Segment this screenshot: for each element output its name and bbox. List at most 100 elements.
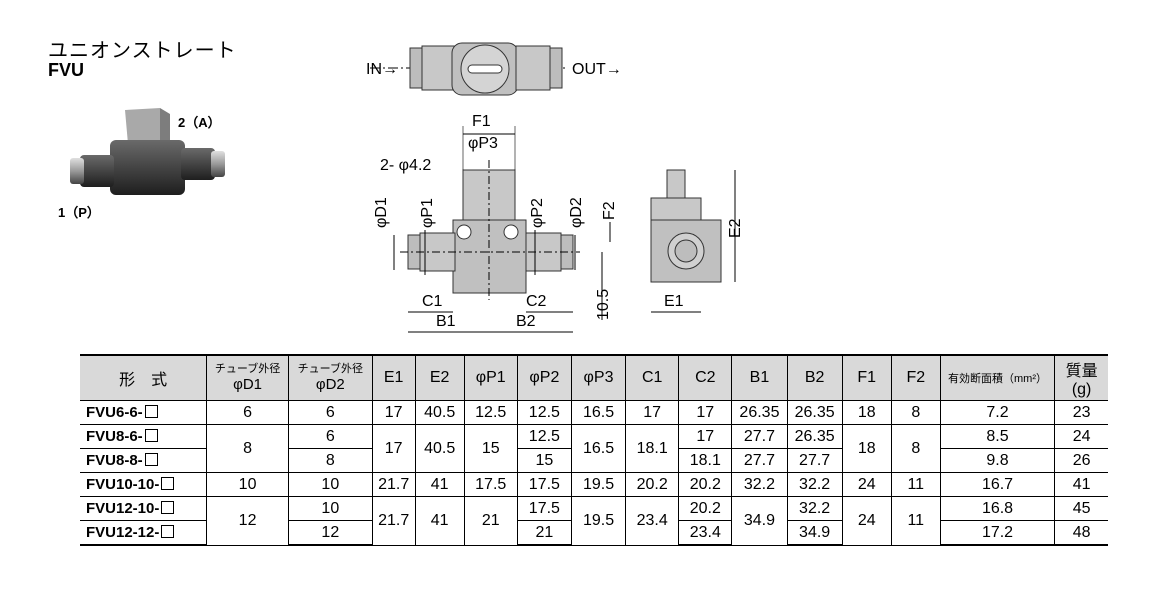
cell-area: 9.8: [939, 448, 1055, 473]
cell-p2: 12.5: [516, 400, 572, 425]
cell-area: 8.5: [939, 424, 1055, 449]
cell-f2: 11: [890, 472, 941, 497]
header-e1: E1: [371, 355, 416, 401]
cell-c2: 17: [678, 400, 732, 425]
cell-f1: 18: [841, 400, 892, 425]
cell-d1: 10: [206, 472, 289, 497]
label-d2: φD2: [568, 197, 585, 228]
top-view: IN→ OUT→: [366, 42, 622, 96]
dimension-drawing: IN→ OUT→ F1 φP3 2- φ4.2 φD1 φP1 φP2 φD2: [366, 42, 744, 333]
cell-p2: 15: [516, 448, 572, 473]
cell-b2: 32.2: [786, 472, 843, 497]
cell-b1: 27.7: [731, 448, 788, 473]
cell-d1: 12: [206, 496, 289, 546]
header-c2: C2: [678, 355, 732, 401]
cell-mass: 48: [1054, 520, 1108, 546]
cell-mass: 26: [1054, 448, 1108, 473]
cell-p2: 21: [516, 520, 572, 546]
cell-c2: 20.2: [678, 472, 732, 497]
label-10-5: 10.5: [595, 289, 612, 320]
cell-model: FVU6-6-: [80, 400, 207, 425]
cell-e2: 40.5: [414, 424, 465, 473]
cell-b2: 26.35: [786, 424, 843, 449]
cell-p1: 15: [463, 424, 518, 473]
header-b2: B2: [786, 355, 843, 401]
front-view: F1 φP3 2- φ4.2 φD1 φP1 φP2 φD2 F2 C1 C2 …: [373, 113, 618, 333]
cell-d2: 12: [287, 520, 373, 546]
cell-d2: 8: [287, 448, 373, 473]
label-f1: F1: [472, 113, 491, 130]
header-p3: φP3: [570, 355, 626, 401]
cell-f1: 24: [841, 472, 892, 497]
cell-c2: 18.1: [678, 448, 732, 473]
cell-p1: 17.5: [463, 472, 518, 497]
cell-c1: 23.4: [625, 496, 679, 546]
cell-mass: 45: [1054, 496, 1108, 521]
header-b1: B1: [731, 355, 788, 401]
label-e1: E1: [664, 293, 684, 310]
cell-area: 16.8: [939, 496, 1055, 521]
cell-e2: 41: [414, 472, 465, 497]
product-model: FVU: [48, 60, 84, 80]
header-area: 有効断面積（mm²）: [939, 355, 1055, 401]
cell-area: 7.2: [939, 400, 1055, 425]
label-p1: φP1: [419, 198, 436, 228]
cell-f1: 18: [841, 424, 892, 473]
cell-d1: 8: [206, 424, 289, 473]
label-p2: φP2: [529, 198, 546, 228]
cell-d2: 6: [287, 400, 373, 425]
cell-mass: 24: [1054, 424, 1108, 449]
cell-area: 17.2: [939, 520, 1055, 546]
cell-c2: 23.4: [678, 520, 732, 546]
cell-p2: 12.5: [516, 424, 572, 449]
cell-f2: 8: [890, 424, 941, 473]
cell-p2: 17.5: [516, 496, 572, 521]
cell-c1: 18.1: [625, 424, 679, 473]
cell-e1: 17: [371, 400, 416, 425]
label-d1: φD1: [373, 197, 390, 228]
table-row: FVU6-6- 6 6 17 40.5 12.5 12.5 16.5 17 17…: [80, 400, 1108, 425]
label-hole: 2- φ4.2: [380, 157, 431, 174]
cell-d2: 10: [287, 472, 373, 497]
cell-model: FVU10-10-: [80, 472, 207, 497]
header-f1: F1: [841, 355, 892, 401]
label-f2: F2: [601, 201, 618, 220]
cell-c1: 20.2: [625, 472, 679, 497]
photo-label-port-1: 1（P）: [58, 205, 100, 220]
table-row: FVU8-8- 8 15 18.1 27.7 27.7 9.8 26: [80, 448, 1108, 473]
cell-p1: 12.5: [463, 400, 518, 425]
label-c2: C2: [526, 293, 547, 310]
cell-d2: 6: [287, 424, 373, 449]
cell-c2: 20.2: [678, 496, 732, 521]
label-c1: C1: [422, 293, 443, 310]
cell-c1: 17: [625, 400, 679, 425]
header-mass: 質量(g): [1054, 355, 1108, 401]
side-view: E1 E2: [650, 169, 744, 313]
header-c1: C1: [625, 355, 679, 401]
table-row: FVU10-10- 10 10 21.7 41 17.5 17.5 19.5 2…: [80, 472, 1108, 497]
cell-p3: 16.5: [570, 400, 626, 425]
cell-p3: 19.5: [570, 496, 626, 546]
cell-mass: 23: [1054, 400, 1108, 425]
cell-b2: 26.35: [786, 400, 843, 425]
cell-mass: 41: [1054, 472, 1108, 497]
label-e2: E2: [727, 218, 744, 238]
cell-p3: 19.5: [570, 472, 626, 497]
header-f2: F2: [890, 355, 941, 401]
product-photo: [70, 108, 225, 195]
cell-model: FVU8-6-: [80, 424, 207, 449]
label-out: OUT→: [572, 61, 622, 78]
label-p3: φP3: [468, 135, 498, 152]
cell-c2: 17: [678, 424, 732, 449]
label-in: IN→: [366, 61, 398, 78]
cell-b1: 26.35: [731, 400, 788, 425]
header-p2: φP2: [516, 355, 572, 401]
table-row: FVU12-10- 12 10 21.7 41 21 17.5 19.5 23.…: [80, 496, 1108, 546]
product-title-jp: ユニオンストレート: [48, 38, 237, 62]
cell-e2: 41: [414, 496, 465, 546]
cell-b2: 34.9: [786, 520, 843, 546]
